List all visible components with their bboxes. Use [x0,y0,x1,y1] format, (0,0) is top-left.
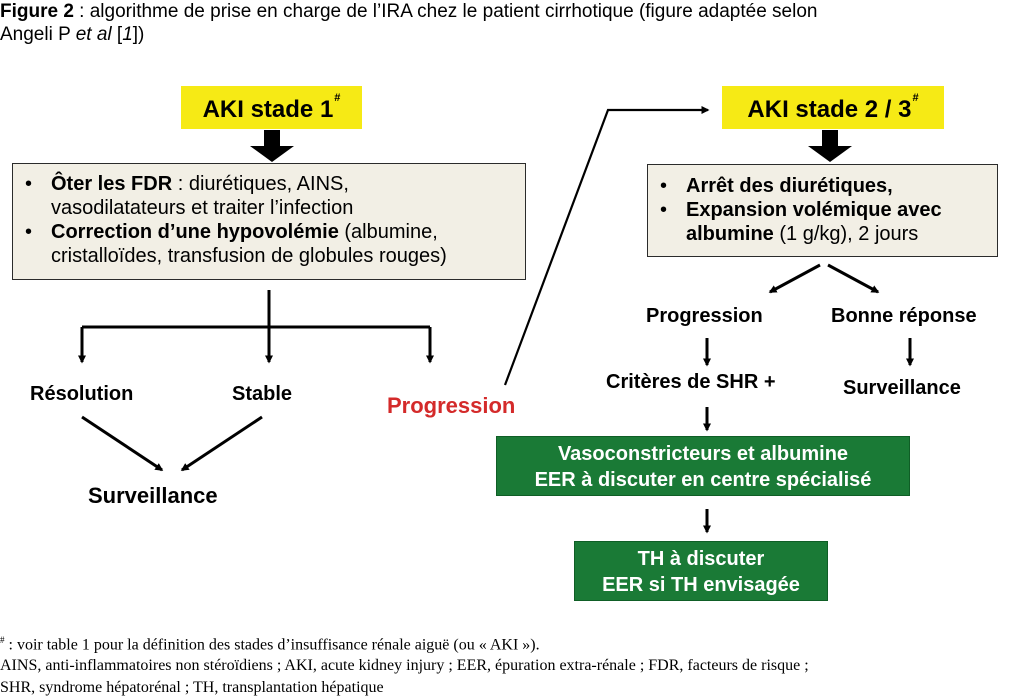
action-label: Expansion volémique avec [686,199,942,221]
aki-stage1-footnote-mark: # [334,92,341,104]
treatment-box-vasoconstrictors: Vasoconstricteurs et albumine EER à disc… [496,436,910,496]
right-bonne-reponse: Bonne réponse [831,305,977,327]
outcome-stable: Stable [232,383,293,405]
right-surveillance: Surveillance [843,377,961,399]
left-tree-connector [78,290,434,364]
stage23-actions-box: • Arrêt des diurétiques, • Expansion vol… [647,164,998,257]
aki-stage23-title: AKI stade 2 / 3 [747,96,912,123]
figure-label: Figure 2 [0,1,74,22]
right-progression: Progression [646,305,763,327]
caption-line1: : algorithme de prise en charge de l’IRA… [73,1,818,22]
progression-link-arrow [503,106,710,386]
stage1-actions-box: • Ôter les FDR : diurétiques, AINS, vaso… [12,163,526,280]
block-arrow-stage1 [250,130,294,162]
stage1-action-item: • Correction d’une hypovolémie (albumine… [25,221,447,267]
action-label: Ôter les FDR [51,173,173,195]
stage1-action-item: • Ôter les FDR : diurétiques, AINS, vaso… [25,173,354,219]
right-down-arrows [703,338,914,534]
aki-stage1-title: AKI stade 1 [202,96,334,123]
block-arrow-stage23 [808,130,852,162]
left-surveillance: Surveillance [88,483,218,508]
stage23-action-item: • Expansion volémique avec albumine (1 g… [660,199,942,245]
aki-stage23-box: AKI stade 2 / 3# [722,86,944,129]
footnote-aki-definition: # : voir table 1 pour la définition des … [0,635,540,654]
footnote-abbreviations-2: SHR, syndrome hépatorénal ; TH, transpla… [0,679,384,696]
aki-stage1-box: AKI stade 1# [181,86,362,129]
figure-caption: Figure 2 : algorithme de prise en charge… [0,0,1024,46]
criteres-shr: Critères de SHR + [606,371,776,393]
action-label: Arrêt des diurétiques, [686,175,893,197]
right-split-arrows [768,263,880,294]
caption-et-al: et al [75,24,112,45]
aki-stage23-footnote-mark: # [912,92,919,104]
stage23-action-item: • Arrêt des diurétiques, [660,175,893,197]
caption-line2-start: Angeli P [0,24,76,45]
outcome-progression: Progression [387,393,516,418]
action-label: Correction d’une hypovolémie [51,221,339,243]
caption-bracket-close: ]) [132,24,145,45]
outcome-resolution: Résolution [30,383,134,405]
converge-arrows [81,415,263,472]
footnote-abbreviations-1: AINS, anti-inflammatoires non stéroïdien… [0,657,809,674]
caption-ref-number: 1 [122,24,133,45]
caption-bracket-open: [ [111,24,123,45]
treatment-box-transplant: TH à discuter EER si TH envisagée [574,541,828,601]
